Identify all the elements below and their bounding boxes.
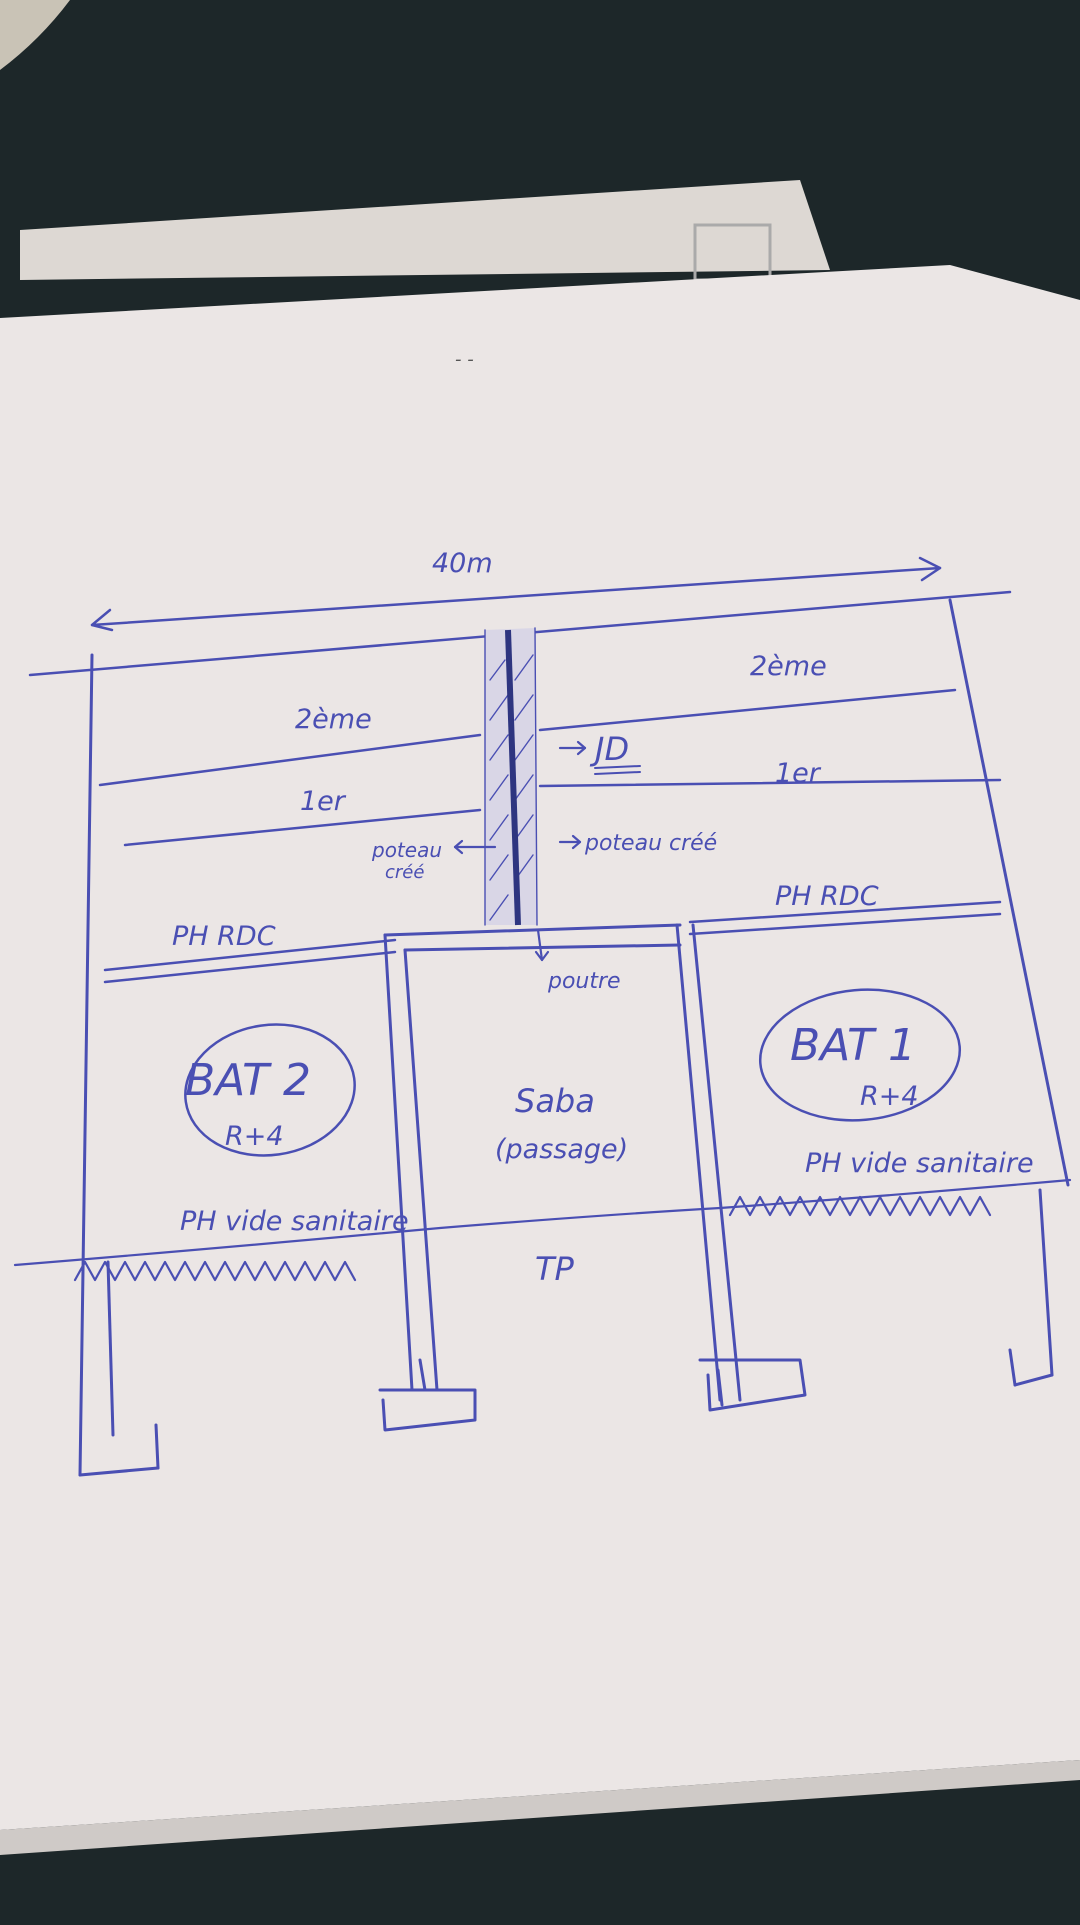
main-sheet (0, 265, 1080, 1830)
right-rdc-label: PH RDC (775, 881, 879, 912)
right-floor-2-label: 2ème (750, 651, 827, 682)
left-column-sublabel: créé (385, 862, 424, 883)
passage-frame (383, 923, 742, 1402)
right-building-levels: R+4 (860, 1081, 919, 1112)
left-building-name: BAT 2 (185, 1055, 311, 1106)
right-column-label: poteau créé (584, 831, 717, 856)
left-floor-2-label: 2ème (295, 704, 372, 735)
joint-label: JD (589, 730, 629, 768)
left-building-levels: R+4 (225, 1121, 284, 1152)
right-building-oval (758, 988, 962, 1122)
passage-sublabel: (passage) (495, 1134, 628, 1165)
ground-line (13, 1178, 1072, 1282)
left-floor-1-label: 1er (300, 786, 347, 817)
left-building-oval (184, 1023, 356, 1157)
left-rdc-label: PH RDC (172, 921, 276, 952)
joint-band (484, 627, 538, 926)
left-building-wall (78, 653, 160, 1477)
svg-text:- -: - - (455, 349, 474, 370)
right-crawl-label: PH vide sanitaire (805, 1148, 1034, 1179)
left-crawl-label: PH vide sanitaire (180, 1206, 409, 1237)
passage-name: Saba (515, 1082, 595, 1120)
dimension-line (90, 556, 942, 632)
passage-foundations (378, 1358, 807, 1432)
right-building-wall (948, 598, 1070, 1387)
left-column-label: poteau (371, 838, 442, 862)
dimension-label: 40m (432, 548, 493, 579)
ground-label: TP (535, 1250, 575, 1288)
right-building-name: BAT 1 (790, 1020, 916, 1071)
sheet-edge (0, 1760, 1080, 1855)
right-floor-1-label: 1er (775, 758, 822, 789)
beam-label: poutre (547, 969, 621, 994)
fabric-corner (0, 0, 70, 70)
paper-back-1 (20, 180, 830, 280)
